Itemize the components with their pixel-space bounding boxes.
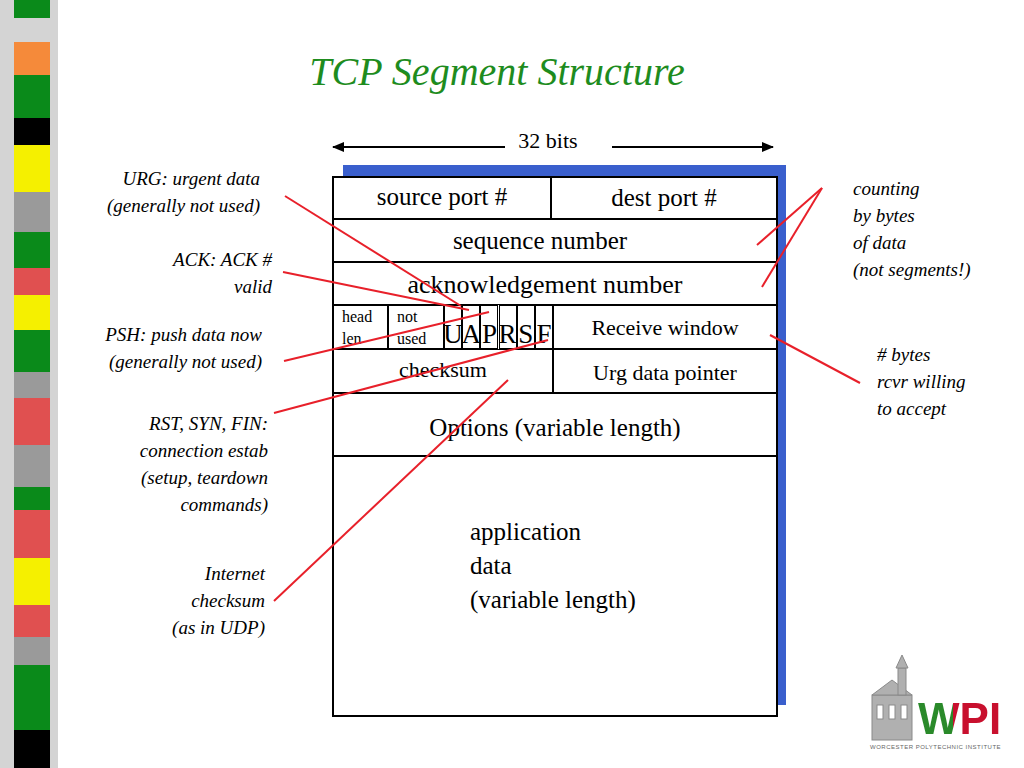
- field-text: R: [499, 321, 517, 348]
- flag-cell: U: [444, 305, 462, 349]
- wpi-building: [872, 655, 912, 740]
- field-cell: head len: [333, 305, 388, 349]
- callout-note: URG: urgent data (generally not used): [107, 165, 260, 219]
- width-arrow: [333, 146, 505, 148]
- field-text: Options (variable length): [429, 414, 680, 442]
- field-text: sequence number: [453, 227, 627, 255]
- field-text: acknowledgement number: [407, 270, 682, 300]
- field-cell: not used: [388, 305, 444, 349]
- width-label: 32 bits: [510, 128, 586, 153]
- field-text: application data (variable length): [470, 515, 636, 617]
- field-text: U: [443, 321, 463, 348]
- callout-note: counting by bytes of data (not segments!…: [853, 175, 971, 283]
- field-text: Receive window: [591, 315, 738, 341]
- logo-subtext: WORCESTER POLYTECHNIC INSTITUTE: [870, 744, 1001, 751]
- field-cell: checksum: [333, 349, 553, 393]
- flag-cell: A: [462, 305, 480, 349]
- callout-note: RST, SYN, FIN: connection estab (setup, …: [140, 410, 268, 518]
- field-text: dest port #: [611, 184, 717, 212]
- field-cell: dest port #: [551, 177, 777, 219]
- field-cell: Receive window: [553, 305, 777, 349]
- field-cell: Urg data pointer: [553, 349, 777, 393]
- callout-note: PSH: push data now (generally not used): [105, 321, 262, 375]
- callout-note: ACK: ACK # valid: [173, 246, 272, 300]
- field-text: checksum: [399, 357, 487, 383]
- field-text: S: [518, 321, 533, 348]
- field-cell: sequence number: [333, 219, 777, 262]
- field-text: head len: [342, 306, 372, 350]
- width-arrow: [612, 146, 773, 148]
- data-area: application data (variable length): [333, 456, 777, 716]
- field-text: F: [536, 321, 551, 348]
- field-text: not used: [397, 306, 426, 350]
- slide-title: TCP Segment Structure: [197, 48, 797, 95]
- leader-lines: [274, 188, 860, 601]
- flag-cell: P: [480, 305, 498, 349]
- field-text: P: [482, 321, 497, 348]
- side-strip: [0, 0, 58, 768]
- logo-text: WPI: [918, 694, 1001, 745]
- callout-note: # bytes rcvr willing to accept: [877, 341, 966, 422]
- flag-cell: S: [517, 305, 535, 349]
- segment-fill: [333, 177, 777, 716]
- flag-cell: F: [535, 305, 553, 349]
- flag-cell: R: [499, 305, 517, 349]
- field-text: A: [461, 321, 481, 348]
- field-cell: acknowledgement number: [333, 262, 777, 305]
- field-cell: Options (variable length): [333, 393, 777, 456]
- callout-note: Internet checksum (as in UDP): [172, 560, 265, 641]
- field-text: Urg data pointer: [593, 360, 737, 386]
- field-text: source port #: [377, 183, 508, 211]
- decor-squares: [14, 0, 50, 768]
- segment-outline: [333, 177, 777, 716]
- field-cell: source port #: [333, 177, 551, 219]
